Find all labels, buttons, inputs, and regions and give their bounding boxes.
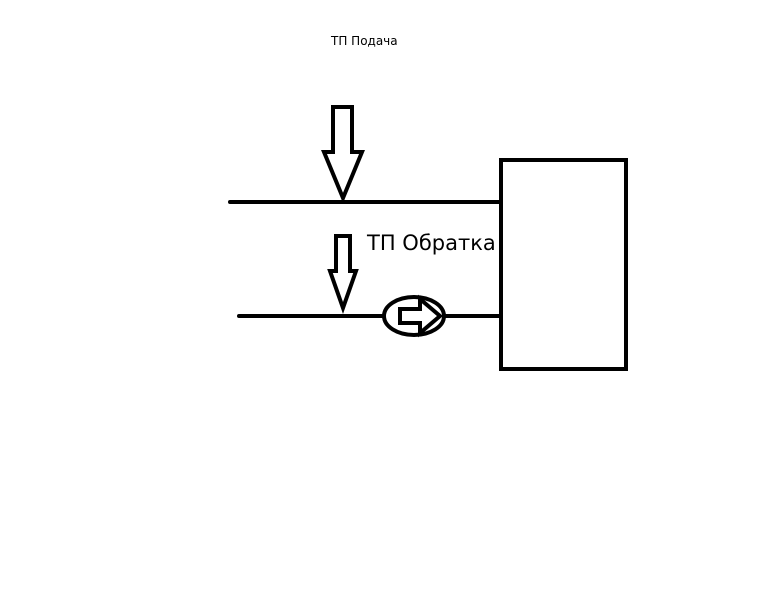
- return-down-arrow-icon: [327, 234, 359, 315]
- return-label: ТП Обратка: [367, 231, 496, 255]
- flow-meter-icon: [382, 294, 446, 338]
- supply-label: ТП Подача: [331, 34, 398, 48]
- supply-down-arrow-icon: [321, 105, 365, 204]
- equipment-box: [499, 158, 628, 371]
